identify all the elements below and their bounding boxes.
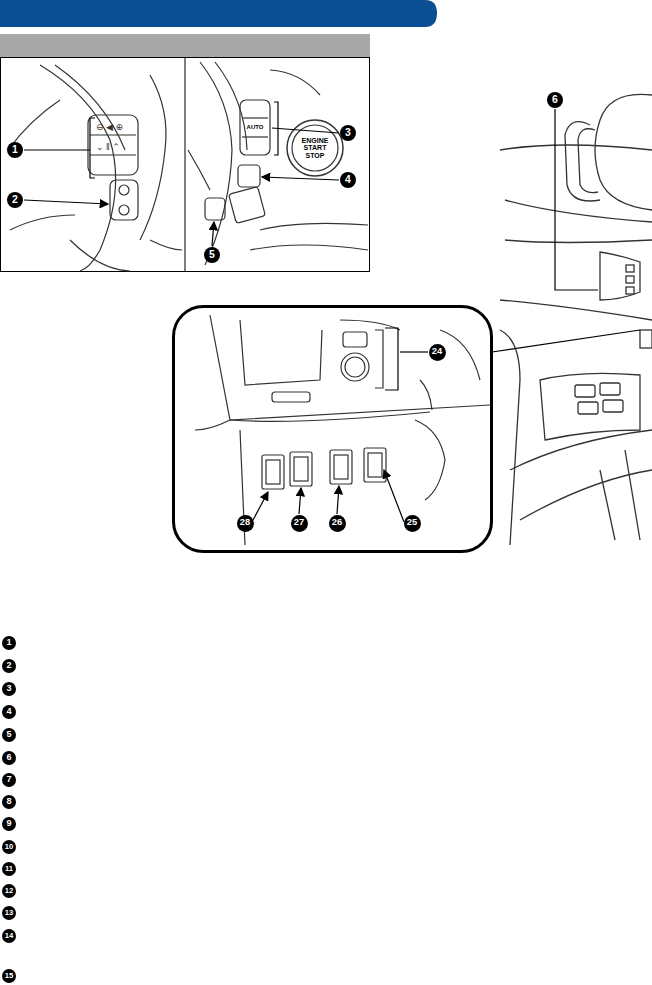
svg-text:⌄ ‖ ⌃: ⌄ ‖ ⌃ bbox=[96, 142, 120, 152]
leader-lines bbox=[24, 102, 598, 522]
callout-number: 13 bbox=[2, 906, 16, 920]
callout-number: 24 bbox=[429, 344, 446, 361]
callout-number: 8 bbox=[2, 795, 16, 809]
callout-number: 5 bbox=[2, 728, 16, 742]
callout-number: 15 bbox=[2, 969, 16, 983]
inset-frame bbox=[174, 307, 492, 552]
callout-number: 11 bbox=[2, 862, 16, 876]
panel-text: AUTO bbox=[242, 124, 268, 130]
callout-number: 9 bbox=[2, 817, 16, 831]
callout-number: 5 bbox=[204, 247, 220, 263]
callout-number: 4 bbox=[340, 172, 356, 188]
callout-number: 4 bbox=[2, 705, 16, 719]
callout-number: 1 bbox=[2, 636, 16, 650]
callout-number: 6 bbox=[2, 751, 16, 765]
callout-number: 14 bbox=[2, 929, 16, 943]
steering-wheel: ⊖ ◀ ⊕ ⌄ ‖ ⌃ bbox=[8, 62, 368, 271]
callout-number: 2 bbox=[7, 192, 23, 208]
callout-number: 6 bbox=[547, 92, 563, 108]
figure-frame bbox=[1, 58, 370, 272]
callout-number: 1 bbox=[7, 142, 23, 158]
callout-number: 10 bbox=[2, 840, 16, 854]
subheader-bar bbox=[0, 34, 370, 57]
dash-illustration bbox=[195, 315, 490, 545]
callout-number: 27 bbox=[291, 515, 308, 532]
callout-number: 26 bbox=[329, 515, 346, 532]
callout-number: 28 bbox=[237, 515, 254, 532]
callout-number: 3 bbox=[340, 125, 356, 141]
header-bar bbox=[0, 0, 437, 27]
callout-number: 7 bbox=[2, 773, 16, 787]
callout-number: 3 bbox=[2, 682, 16, 696]
callout-number: 25 bbox=[404, 515, 421, 532]
callout-number: 12 bbox=[2, 884, 16, 898]
door-illustration bbox=[500, 94, 652, 545]
svg-text:⊖ ◀ ⊕: ⊖ ◀ ⊕ bbox=[96, 122, 123, 132]
callout-number: 2 bbox=[2, 659, 16, 673]
panel-text: ENGINE START STOP bbox=[297, 137, 333, 159]
